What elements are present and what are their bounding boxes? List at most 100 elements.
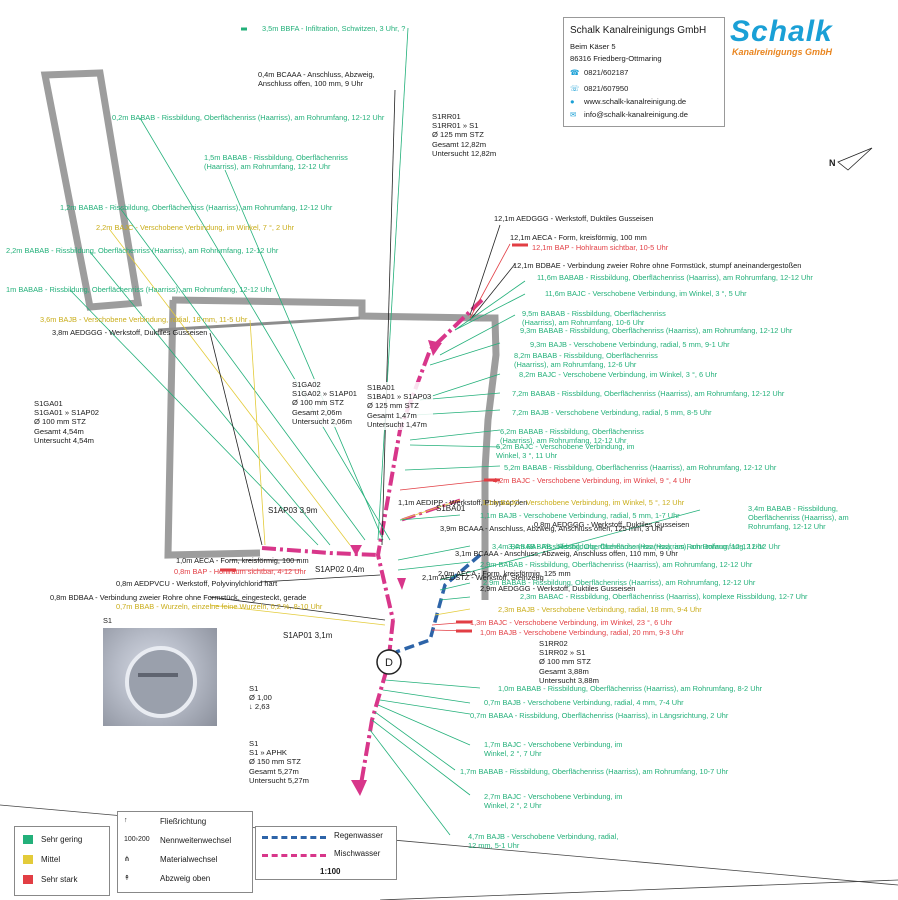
- legend-line-label: Mischwasser: [334, 849, 381, 858]
- building-walls: [40, 69, 500, 600]
- node-ap02: S1AP02 0,4m: [315, 565, 365, 574]
- regenwasser-pipe: [395, 553, 482, 654]
- damage-label: 3,4m BABAB - Rissbildung, Oberflächenris…: [748, 504, 849, 531]
- severity-label: Mittel: [41, 855, 61, 864]
- damage-label: 3,5m BBFA - Infiltration, Schwitzen, 3 U…: [262, 24, 406, 33]
- damage-label: 3,4m BABAB - Rissbildung, Oberflächenris…: [508, 542, 781, 551]
- company-phone1: 0821/602187: [584, 68, 629, 77]
- section-box-line: Untersucht 12,82m: [432, 148, 497, 158]
- section-box-line: S1RR01 » S1: [432, 121, 479, 131]
- damage-label: 0,8m BDBAA - Verbindung zweier Rohre ohn…: [50, 593, 307, 602]
- svg-text:D: D: [385, 657, 393, 669]
- severity-swatch: [23, 855, 33, 864]
- company-web: www.schalk-kanalreinigung.de: [584, 97, 687, 106]
- damage-label: 9,5m BABAB - Rissbildung, Oberflächenris…: [522, 309, 666, 327]
- manhole-photo: [103, 628, 217, 726]
- damage-label: 0,8m BAP - Hohlraum sichtbar, 4-12 Uhr: [174, 567, 307, 576]
- damage-label: 2,9m BABAB - Rissbildung, Oberflächenris…: [483, 578, 756, 587]
- section-box-line: Untersucht 5,27m: [249, 775, 309, 785]
- damage-label: 0,7m BAJB - Verschobene Verbindung, radi…: [484, 698, 684, 707]
- damage-label: 0,2m BABAB - Rissbildung, Oberflächenris…: [112, 113, 385, 122]
- damage-label: 1m BABAB - Rissbildung, Oberflächenriss …: [6, 285, 273, 294]
- section-box-line: Untersucht 4,54m: [34, 435, 94, 445]
- section-box-line: Ø 125 mm STZ: [367, 401, 419, 411]
- legend-symbol-label: Abzweig oben: [160, 874, 211, 883]
- damage-label: 9,3m BABAB - Rissbildung, Oberflächenris…: [520, 326, 793, 335]
- section-box-line: S1BA01 » S1AP03: [367, 392, 432, 402]
- severity-swatch: [23, 835, 33, 844]
- section-box-line: Ø 100 mm STZ: [539, 657, 591, 667]
- legend-line-sample: [262, 854, 326, 857]
- damage-label: 2,2m BAJC - Verschobene Verbindung, im W…: [96, 223, 295, 232]
- section-box-line: Ø 100 mm STZ: [292, 398, 344, 408]
- damage-label: 7,2m BAJB - Verschobene Verbindung, radi…: [512, 408, 712, 417]
- severity-swatch: [23, 875, 33, 884]
- section-box-line: Gesamt 4,54m: [34, 426, 84, 436]
- phone-icon: ☎: [570, 68, 580, 77]
- section-box-line: Untersucht 1,47m: [367, 419, 427, 429]
- damage-label: 3,9m BCAAA - Anschluss, Abzweig, Anschlu…: [440, 524, 664, 533]
- damage-label: 6,2m BABAB - Rissbildung, Oberflächenris…: [500, 427, 644, 445]
- damage-label: 9,3m BAJB - Verschobene Verbindung, radi…: [530, 340, 730, 349]
- damage-label: 1,0m AECA - Form, kreisförmig, 100 mm: [176, 556, 309, 565]
- section-box-line: Ø 100 mm STZ: [34, 417, 86, 427]
- section-box-line: Ø 150 mm STZ: [249, 757, 301, 767]
- damage-label: 2,7m BAJC - Verschobene Verbindung, im W…: [484, 792, 623, 810]
- damage-label: 3,8m AEDGGG - Werkstoff, Duktiles Gussei…: [52, 328, 208, 337]
- company-city: 86316 Friedberg-Ottmaring: [570, 54, 662, 63]
- fax-icon: ☏: [570, 84, 580, 93]
- damage-label: 12,1m BDBAE - Verbindung zweier Rohre oh…: [513, 261, 802, 270]
- section-box-line: S1GA01 » S1AP02: [34, 408, 100, 418]
- manhole-symbol: [376, 649, 402, 675]
- section-box-line: Untersucht 3,88m: [539, 675, 599, 685]
- web-icon: ●: [570, 97, 575, 106]
- damage-label: 6,2m BAJC - Verschobene Verbindung, im W…: [496, 442, 635, 460]
- legend-symbol-icon: ↟: [124, 875, 130, 882]
- node-ap03: S1AP03 3,9m: [268, 506, 318, 515]
- damage-label: 11,6m BAJC - Verschobene Verbindung, im …: [545, 289, 747, 298]
- scale-label: 1:100: [320, 867, 341, 876]
- damage-label: 2,9m BABAB - Rissbildung, Oberflächenris…: [480, 560, 753, 569]
- damage-label: 0,8m AEDPVCU - Werkstoff, Polyvinylchlor…: [116, 579, 278, 588]
- node-ba01: S1BA01: [436, 504, 466, 513]
- damage-label: 12,1m AEDGGG - Werkstoff, Duktiles Gusse…: [494, 214, 654, 223]
- north-label: N: [829, 158, 836, 168]
- section-box-line: S1GA01: [34, 399, 63, 408]
- legend-symbol-icon: ↑: [124, 817, 128, 824]
- mischwasser-pipe: [261, 298, 484, 791]
- damage-label: 8,2m BAJC - Verschobene Verbindung, im W…: [519, 370, 718, 379]
- damage-label: 1,7m BABAB - Rissbildung, Oberflächenris…: [460, 767, 729, 776]
- damage-label: 3,6m BAJB - Verschobene Verbindung, radi…: [40, 315, 248, 324]
- leader-lines: [69, 27, 701, 836]
- legend-symbol-label: Materialwechsel: [160, 855, 218, 864]
- node-ap01: S1AP01 3,1m: [283, 631, 333, 640]
- section-box-line: S1: [249, 739, 259, 748]
- logo-wordmark: Schalk: [730, 15, 833, 48]
- damage-label: 1,1m BAJB - Verschobene Verbindung, radi…: [480, 511, 680, 520]
- company-name: Schalk Kanalreinigungs GmbH: [570, 25, 707, 36]
- damage-label: 3,1m BCAAA - Anschluss, Abzweig, Anschlu…: [455, 549, 678, 558]
- damage-label: 0,8m AEDGGG - Werkstoff, Duktiles Gussei…: [534, 520, 690, 529]
- legend-symbol-label: Nennweitenwechsel: [160, 836, 232, 845]
- damage-label: 12,1m AECA - Form, kreisförmig, 100 mm: [510, 233, 647, 242]
- damage-label: 2,0m AECA - Form, kreisförmig, 125 mm: [438, 569, 571, 578]
- mail-icon: ✉: [570, 110, 577, 119]
- damage-label: 1,2m BABAB - Rissbildung, Oberflächenris…: [60, 203, 333, 212]
- damage-label: 2,2m BABAB - Rissbildung, Oberflächenris…: [6, 246, 279, 255]
- company-logo: Schalk Kanalreinigungs GmbH: [730, 15, 833, 58]
- damage-label: 1,0m BAJB - Verschobene Verbindung, radi…: [480, 628, 684, 637]
- company-info: Schalk Kanalreinigungs GmbH Beim Käser 5…: [563, 17, 725, 127]
- section-box-line: Gesamt 12,82m: [432, 139, 487, 149]
- damage-label: 3,4m BABAB - Rissbildung, Oberflächenris…: [492, 542, 765, 551]
- section-box-line: S1 » APHK: [249, 748, 287, 758]
- severity-label: Sehr stark: [41, 875, 78, 884]
- damage-label: 2,1m AEDSTZ - Werkstoff, Steinzeug: [422, 573, 544, 582]
